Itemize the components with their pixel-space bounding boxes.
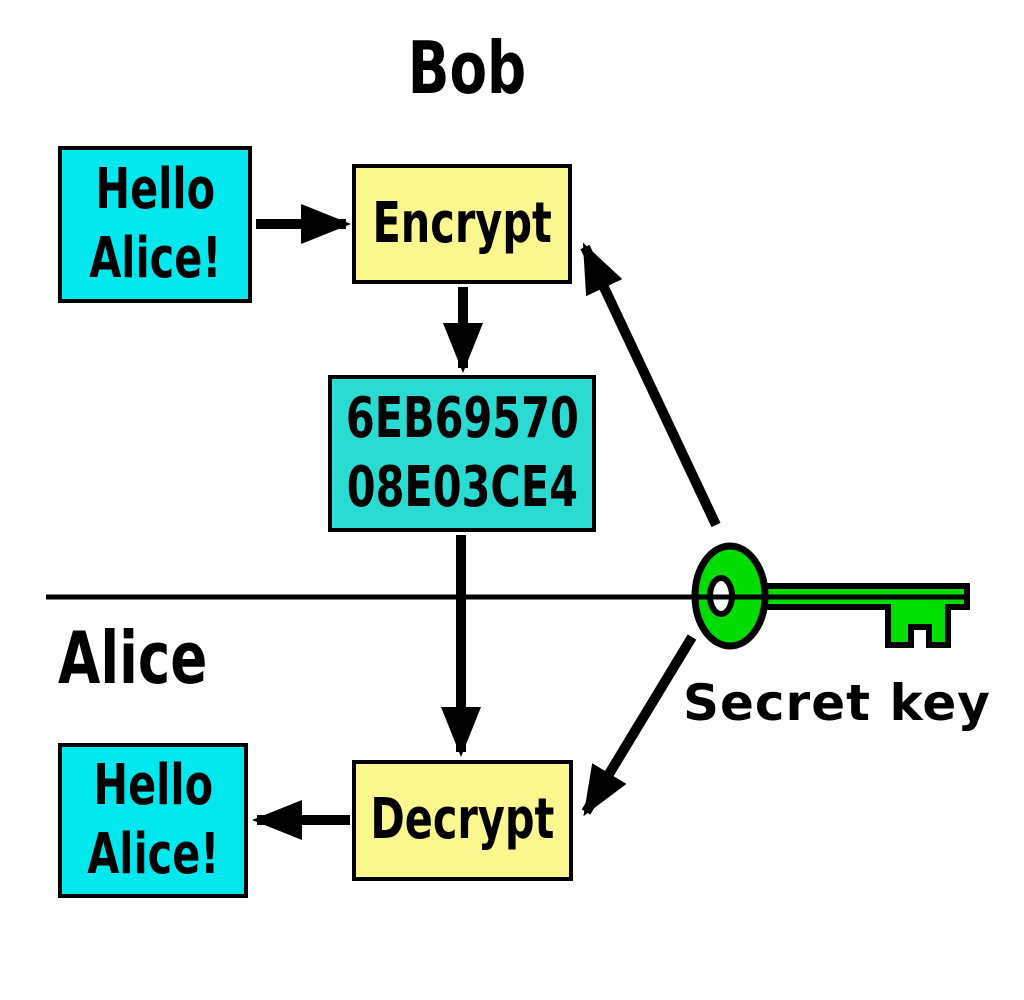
decrypt-box: Decrypt (352, 760, 573, 881)
plaintext-alice-line2: Alice! (86, 821, 220, 887)
encrypt-label: Encrypt (372, 190, 552, 256)
ciphertext-line1: 6EB69570 (345, 386, 579, 452)
secret-key-label: Secret key (683, 674, 991, 732)
arrow-key-to-decrypt (581, 634, 697, 817)
bob-label: Bob (407, 26, 527, 110)
plaintext-bob-line1: Hello (95, 157, 215, 223)
plaintext-bob-line2: Alice! (88, 225, 222, 291)
plaintext-box-alice: Hello Alice! (58, 743, 248, 898)
encrypt-box: Encrypt (352, 164, 572, 284)
alice-label: Alice (58, 616, 208, 700)
arrow-key-to-encrypt (580, 242, 721, 528)
ciphertext-line2: 08E03CE4 (346, 454, 578, 520)
plaintext-alice-line1: Hello (93, 753, 213, 819)
decrypt-label: Decrypt (370, 787, 555, 853)
ciphertext-box: 6EB69570 08E03CE4 (328, 375, 596, 532)
plaintext-box-bob: Hello Alice! (58, 146, 252, 303)
key-shaft (762, 583, 970, 648)
